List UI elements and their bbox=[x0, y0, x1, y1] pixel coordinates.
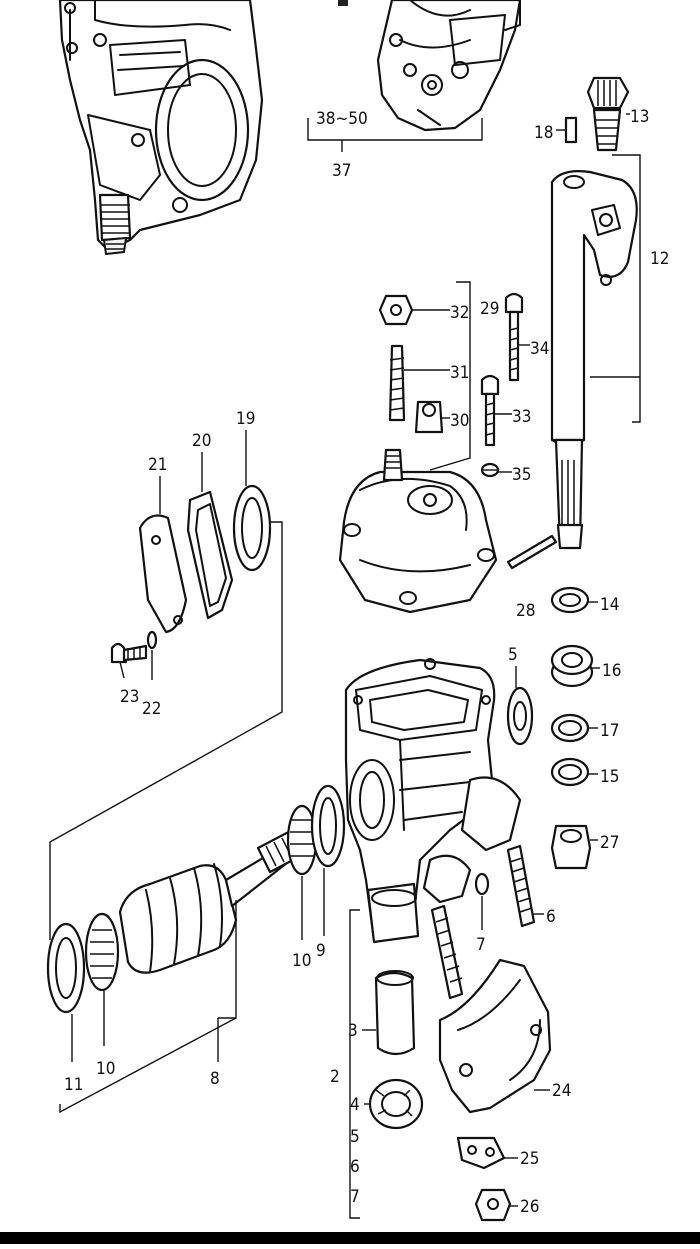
callout-18: 18 bbox=[534, 123, 553, 143]
callout-25: 25 bbox=[520, 1149, 539, 1169]
bottom-edge-bar bbox=[0, 1232, 700, 1244]
callout-10-left: 10 bbox=[96, 1059, 115, 1079]
callout-21: 21 bbox=[148, 455, 167, 475]
callout-9: 9 bbox=[316, 941, 326, 961]
callout-6-lower: 6 bbox=[350, 1157, 360, 1177]
callout-34: 34 bbox=[530, 339, 549, 359]
top-cover-hardware bbox=[378, 281, 530, 478]
callout-15: 15 bbox=[600, 767, 619, 787]
right-seals bbox=[506, 586, 600, 870]
callout-11: 11 bbox=[64, 1075, 83, 1095]
callout-7-lower: 7 bbox=[350, 1187, 360, 1207]
callout-28: 28 bbox=[516, 601, 535, 621]
callout-5-upper: 5 bbox=[508, 645, 518, 665]
callout-19: 19 bbox=[236, 409, 255, 429]
callout-29: 29 bbox=[480, 299, 499, 319]
top-left-housing bbox=[58, 0, 264, 255]
callout-33: 33 bbox=[512, 407, 531, 427]
callout-5-lower: 5 bbox=[350, 1127, 360, 1147]
callout-35: 35 bbox=[512, 465, 531, 485]
callout-12: 12 bbox=[650, 249, 669, 269]
callout-6-upper: 6 bbox=[546, 907, 556, 927]
callout-3: 3 bbox=[348, 1021, 358, 1041]
callout-31: 31 bbox=[450, 363, 469, 383]
callout-37: 37 bbox=[332, 161, 351, 181]
callout-16: 16 bbox=[602, 661, 621, 681]
callout-30: 30 bbox=[450, 411, 469, 431]
callout-13: 13 bbox=[630, 107, 649, 127]
callout-10-right: 10 bbox=[292, 951, 311, 971]
callout-2: 2 bbox=[330, 1067, 340, 1087]
mount-studs bbox=[430, 844, 544, 1000]
key-28 bbox=[506, 534, 558, 570]
callout-22: 22 bbox=[142, 699, 161, 719]
callout-8: 8 bbox=[210, 1069, 220, 1089]
top-cover bbox=[338, 448, 498, 614]
bushing-group bbox=[349, 909, 424, 1219]
callout-4: 4 bbox=[350, 1095, 360, 1115]
callout-labels: 38~50 37 18 13 12 32 29 34 31 30 33 35 2… bbox=[64, 107, 669, 1217]
callout-20: 20 bbox=[192, 431, 211, 451]
callout-14: 14 bbox=[600, 595, 619, 615]
callout-17: 17 bbox=[600, 721, 619, 741]
worm-shaft-assembly bbox=[46, 784, 346, 1114]
side-cover-group bbox=[49, 430, 283, 940]
sector-shaft-group bbox=[550, 76, 641, 550]
callout-26: 26 bbox=[520, 1197, 539, 1217]
callout-32: 32 bbox=[450, 303, 469, 323]
callout-38-50: 38~50 bbox=[316, 109, 368, 129]
callout-24: 24 bbox=[552, 1081, 571, 1101]
callout-23: 23 bbox=[120, 687, 139, 707]
main-housing bbox=[344, 658, 522, 944]
callout-27: 27 bbox=[600, 833, 619, 853]
clamp-group bbox=[438, 958, 552, 1222]
top-center-assembly bbox=[307, 0, 522, 152]
callout-7-upper: 7 bbox=[476, 935, 486, 955]
